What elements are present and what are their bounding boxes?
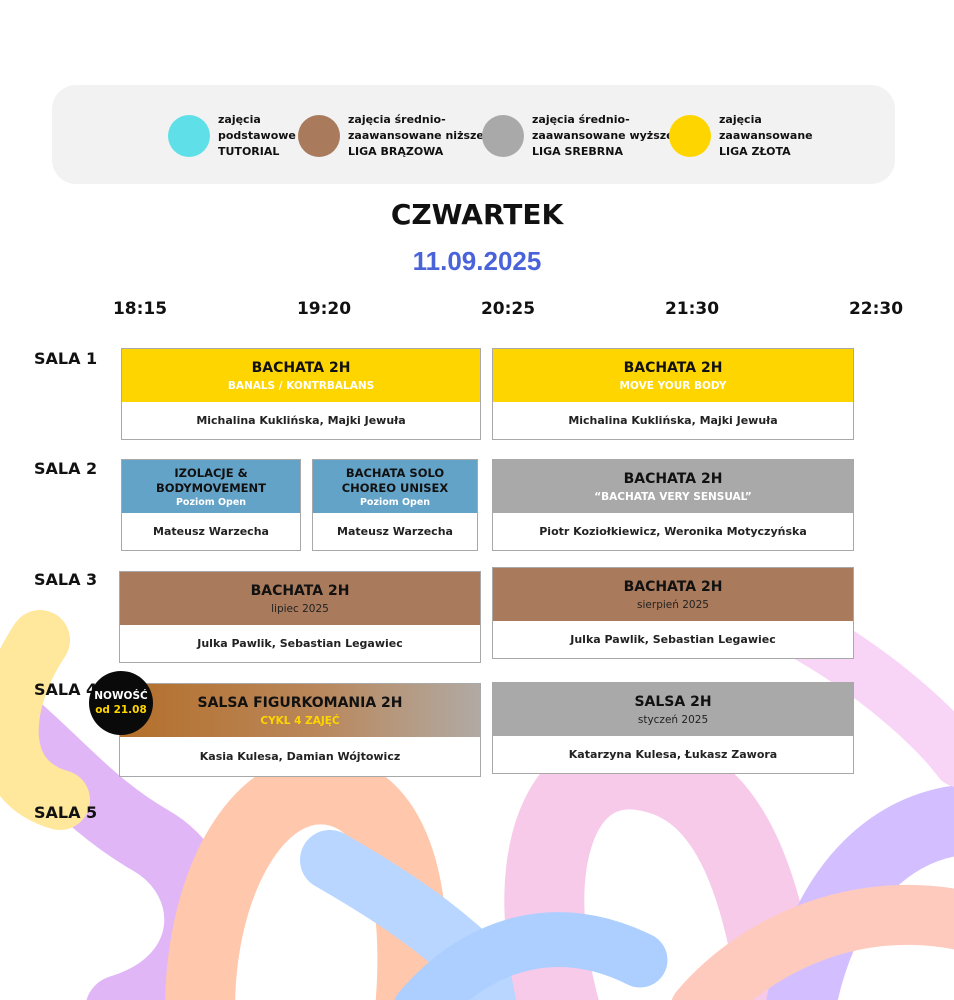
class-header: SALSA FIGURKOMANIA 2H CYKL 4 ZAJĘĆ [120,684,480,737]
room-label: SALA 3 [34,570,98,589]
class-card[interactable]: BACHATA 2H “BACHATA VERY SENSUAL” Piotr … [492,459,854,551]
legend-line: zajęcia [719,113,762,126]
class-header: BACHATA 2H lipiec 2025 [120,572,480,625]
badge-date: od 21.08 [95,704,147,716]
class-instructors: Piotr Koziołkiewicz, Weronika Motyczyńsk… [539,524,807,538]
time-label: 18:15 [112,299,168,319]
new-badge: NOWOŚĆ od 21.08 [89,671,153,735]
class-subtitle: Poziom Open [175,496,247,508]
class-instructors: Julka Pawlik, Sebastian Legawiec [197,636,403,650]
class-title: BACHATA 2H [623,470,723,487]
time-label: 22:30 [848,299,904,319]
brown-circle-icon [298,115,340,157]
class-instructors: Mateusz Warzecha [153,524,269,538]
class-instructors: Kasia Kulesa, Damian Wójtowicz [199,749,401,763]
class-header: BACHATA 2H BANALS / KONTRBALANS [122,349,480,402]
class-title: BACHATA 2H [250,582,350,599]
class-instructors: Michalina Kuklińska, Majki Jewuła [568,413,778,427]
yellow-circle-icon [669,115,711,157]
legend-line: zajęcia średnio- [532,113,630,126]
class-card[interactable]: BACHATA 2H lipiec 2025 Julka Pawlik, Seb… [119,571,481,663]
class-title: SALSA FIGURKOMANIA 2H [197,694,403,711]
class-subtitle: styczeń 2025 [637,713,709,726]
legend-item-gold-league: zajęcia zaawansowane LIGA ZŁOTA [669,112,849,160]
class-card[interactable]: IZOLACJE & BODYMOVEMENT Poziom Open Mate… [121,459,301,551]
legend-line: LIGA ZŁOTA [719,145,791,158]
class-card[interactable]: BACHATA SOLO CHOREO UNISEX Poziom Open M… [312,459,478,551]
legend-item-brown-league: zajęcia średnio- zaawansowane niższe LIG… [298,112,484,160]
room-label: SALA 1 [34,349,98,368]
class-title-line: IZOLACJE & [174,465,248,480]
class-header: BACHATA 2H sierpień 2025 [493,568,853,621]
class-subtitle: sierpień 2025 [637,598,709,611]
class-header: BACHATA SOLO CHOREO UNISEX Poziom Open [313,460,477,513]
legend-line: zaawansowane wyższe [532,129,674,142]
legend-line: TUTORIAL [218,145,280,158]
room-label: SALA 5 [34,803,98,822]
class-instructors: Katarzyna Kulesa, Łukasz Zawora [568,747,778,761]
legend-line: zaawansowane niższe [348,129,484,142]
class-card[interactable]: BACHATA 2H sierpień 2025 Julka Pawlik, S… [492,567,854,659]
room-label: SALA 4 [34,680,98,699]
class-card[interactable]: BACHATA 2H MOVE YOUR BODY Michalina Kukl… [492,348,854,440]
legend-line: zajęcia [218,113,261,126]
class-title: BACHATA 2H [623,359,723,376]
badge-label: NOWOŚĆ [94,690,148,702]
class-instructors: Julka Pawlik, Sebastian Legawiec [570,632,776,646]
cyan-circle-icon [168,115,210,157]
class-card[interactable]: SALSA FIGURKOMANIA 2H CYKL 4 ZAJĘĆ Kasia… [119,683,481,777]
class-header: SALSA 2H styczeń 2025 [493,683,853,736]
class-header: IZOLACJE & BODYMOVEMENT Poziom Open [122,460,300,513]
class-instructors: Mateusz Warzecha [337,524,453,538]
class-subtitle: CYKL 4 ZAJĘĆ [260,714,340,727]
time-label: 21:30 [664,299,720,319]
class-title: SALSA 2H [634,693,712,710]
legend-line: zajęcia średnio- [348,113,446,126]
class-header: BACHATA 2H “BACHATA VERY SENSUAL” [493,460,853,513]
class-subtitle: BANALS / KONTRBALANS [227,379,375,392]
day-title: CZWARTEK [390,198,564,231]
legend-item-tutorial: zajęcia podstawowe TUTORIAL [168,112,348,160]
class-header: BACHATA 2H MOVE YOUR BODY [493,349,853,402]
class-title-line: BACHATA SOLO [345,465,445,480]
time-label: 19:20 [296,299,352,319]
class-title-line: CHOREO UNISEX [341,480,449,495]
class-subtitle: lipiec 2025 [271,602,329,615]
grey-circle-icon [482,115,524,157]
legend-line: podstawowe [218,129,296,142]
legend-line: LIGA BRĄZOWA [348,145,444,158]
legend-panel: zajęcia podstawowe TUTORIAL zajęcia śred… [52,85,895,184]
legend-line: zaawansowane [719,129,813,142]
class-title-line: BODYMOVEMENT [155,480,266,495]
schedule-date: 11.09.2025 [412,246,542,276]
legend-item-silver-league: zajęcia średnio- zaawansowane wyższe LIG… [482,112,674,160]
class-subtitle: “BACHATA VERY SENSUAL” [594,490,752,503]
legend-line: LIGA SREBRNA [532,145,623,158]
class-title: BACHATA 2H [251,359,351,376]
class-subtitle: MOVE YOUR BODY [619,379,727,392]
class-card[interactable]: SALSA 2H styczeń 2025 Katarzyna Kulesa, … [492,682,854,774]
class-instructors: Michalina Kuklińska, Majki Jewuła [196,413,406,427]
class-title: BACHATA 2H [623,578,723,595]
room-label: SALA 2 [34,459,98,478]
time-label: 20:25 [480,299,536,319]
class-subtitle: Poziom Open [359,496,431,508]
class-card[interactable]: BACHATA 2H BANALS / KONTRBALANS Michalin… [121,348,481,440]
